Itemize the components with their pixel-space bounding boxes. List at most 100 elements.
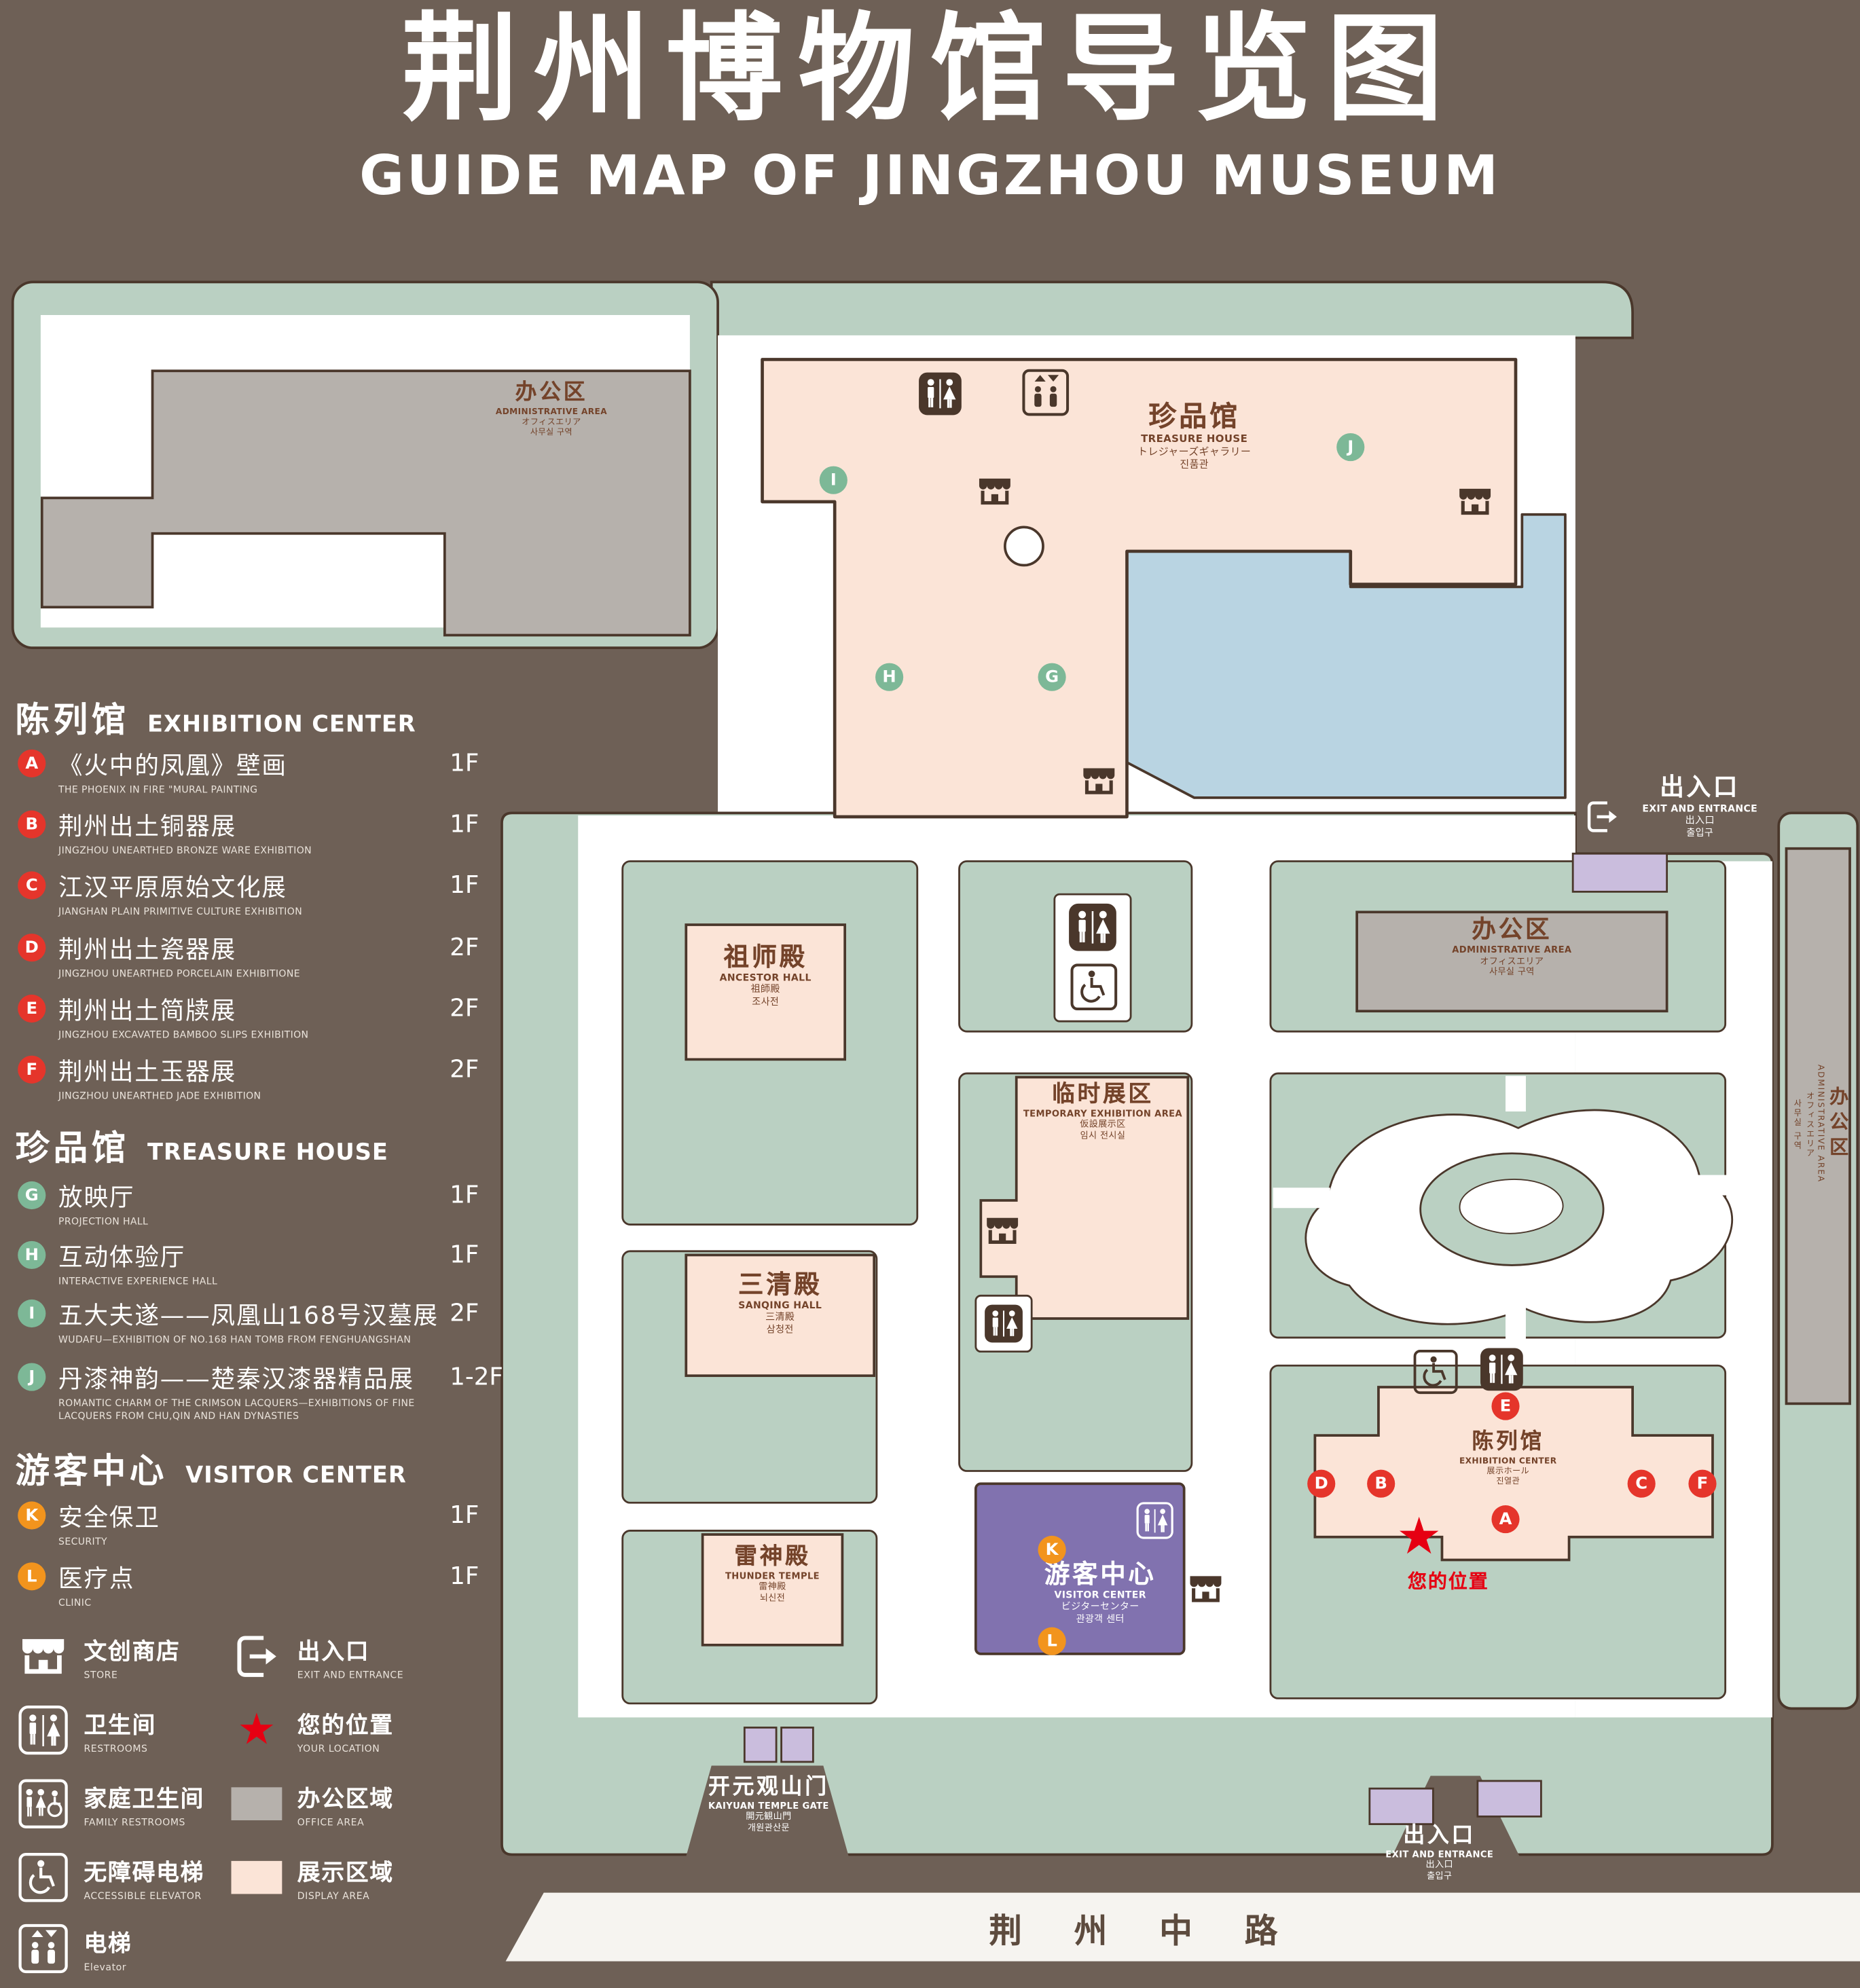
map-marker-d: D <box>1307 1469 1336 1498</box>
exhibition-center-label: 陈列馆 EXHIBITION CENTER 展示ホール 진열관 <box>1438 1430 1578 1486</box>
restroom-icon <box>1479 1346 1525 1392</box>
legend-section-exhibition-center: 陈列馆 EXHIBITION CENTER <box>15 693 416 742</box>
label-ko: 관광객 센터 <box>1076 1613 1125 1625</box>
item-en: SECURITY <box>58 1535 107 1547</box>
marker-d: D <box>18 934 46 962</box>
item-floor: 1F <box>450 1240 479 1270</box>
label-zh: 办公区 <box>515 380 588 405</box>
label-ja: 出入口 <box>1425 1860 1453 1871</box>
admin-northwest-label: 办公区 ADMINISTRATIVE AREA オフィスエリア 사무실 구역 <box>486 380 618 437</box>
label-ko: 조사전 <box>752 995 780 1008</box>
label-en: TREASURE HOUSE <box>1141 433 1248 445</box>
label-en: THUNDER TEMPLE <box>725 1570 820 1581</box>
label-zh: 办公区 <box>1472 915 1552 944</box>
marker-a: A <box>18 749 46 777</box>
garden-path-west <box>1273 1188 1330 1209</box>
section-title-zh: 珍品馆 <box>15 1129 130 1169</box>
store-icon <box>1456 483 1494 521</box>
exhibition-center-building <box>1313 1386 1714 1562</box>
item-floor: 1F <box>450 810 479 839</box>
label-ko: 삼청전 <box>766 1323 794 1335</box>
restroom-icon <box>983 1304 1024 1344</box>
symbol-zh: 电梯 <box>84 1930 132 1957</box>
label-ja: オフィスエリア <box>522 416 581 427</box>
store-icon <box>1080 762 1118 800</box>
symbol-zh: 出入口 <box>297 1638 370 1665</box>
item-floor: 1F <box>450 1562 479 1591</box>
label-en: TEMPORARY EXHIBITION AREA <box>1023 1108 1182 1119</box>
kaiyuan-gate-label: 开元观山门 KAIYUAN TEMPLE GATE 開元観山門 개원관산문 <box>659 1775 878 1835</box>
symbol-zh: 卫生间 <box>84 1712 157 1739</box>
visitor-center-label: 游客中心 VISITOR CENTER ビジターセンター 관광객 센터 <box>1017 1560 1184 1625</box>
item-floor: 1F <box>450 1501 479 1530</box>
label-ko: 사무실 구역 <box>1791 1098 1802 1150</box>
label-en: ADMINISTRATIVE AREA <box>495 405 608 416</box>
accessible-elevator-icon <box>18 1852 69 1903</box>
admin-mid-label: 办公区 ADMINISTRATIVE AREA オフィスエリア 사무실 구역 <box>1405 915 1618 978</box>
label-zh: 临时展区 <box>1052 1081 1154 1108</box>
accessible-elevator-icon <box>1412 1349 1458 1395</box>
marker-h: H <box>18 1240 46 1270</box>
label-ko: 사무실 구역 <box>530 426 572 437</box>
item-en: ROMANTIC CHARM OF THE CRIMSON LACQUERS—E… <box>58 1397 415 1422</box>
item-zh: 荆州出土玉器展 <box>58 1058 237 1086</box>
your-location-star-icon: ★ <box>1396 1507 1442 1566</box>
road <box>505 1892 1860 1962</box>
road-label: 荆 州 中 路 <box>989 1913 1298 1951</box>
sanqing-hall-building <box>685 1253 876 1378</box>
label-en: ADMINISTRATIVE AREA <box>1452 944 1572 955</box>
legend-section-treasure-house: 珍品馆 TREASURE HOUSE <box>15 1120 388 1170</box>
ancestor-hall-label: 祖师殿 ANCESTOR HALL 祖師殿 조사전 <box>687 942 843 1008</box>
admin-building-northwest <box>40 369 691 637</box>
admin-building-east <box>1785 847 1851 1405</box>
south-exit-gatehouse-west <box>1368 1787 1434 1826</box>
garden-path-east <box>1697 1175 1728 1196</box>
label-en: EXHIBITION CENTER <box>1459 1455 1557 1466</box>
admin-east-label: 办公区 ADMINISTRATIVE AREA オフィスエリア 사무실 구역 <box>1781 853 1853 1395</box>
marker-i: I <box>18 1299 46 1328</box>
label-ko: 사무실 구역 <box>1489 967 1535 978</box>
map-marker-g: G <box>1038 663 1066 691</box>
marker-l: L <box>18 1562 46 1591</box>
label-zh: 祖师殿 <box>723 941 807 972</box>
item-en: THE PHOENIX IN FIRE "MURAL PAINTING <box>58 784 258 796</box>
symbol-en: STORE <box>84 1668 118 1680</box>
symbol-en: Elevator <box>84 1960 127 1972</box>
label-ja: 出入口 <box>1685 814 1715 826</box>
accessible-elevator-icon <box>1070 963 1118 1011</box>
gate-post-east <box>780 1727 814 1763</box>
label-ja: 祖師殿 <box>750 983 780 995</box>
label-ko: 개원관산문 <box>747 1822 790 1833</box>
item-floor: 1-2F <box>450 1363 503 1391</box>
store-icon <box>18 1631 69 1682</box>
item-floor: 1F <box>450 749 479 777</box>
symbol-en: OFFICE AREA <box>297 1816 365 1828</box>
symbol-zh: 展示区域 <box>297 1859 394 1886</box>
store-icon <box>983 1212 1021 1250</box>
temporary-exhibition-label: 临时展区 TEMPORARY EXHIBITION AREA 仮設展示区 임시 … <box>1020 1082 1185 1142</box>
label-ko: 진품관 <box>1180 458 1209 471</box>
label-en: EXIT AND ENTRANCE <box>1385 1849 1494 1860</box>
south-exit-label: 出入口 EXIT AND ENTRANCE 出入口 출입구 <box>1354 1824 1525 1883</box>
label-ko: 진열관 <box>1496 1475 1520 1486</box>
label-en: ADMINISTRATIVE AREA <box>1815 1065 1826 1183</box>
marker-f: F <box>18 1055 46 1084</box>
label-zh: 珍品馆 <box>1148 401 1240 433</box>
gate-post-west <box>743 1727 778 1763</box>
section-title-en: VISITOR CENTER <box>185 1462 407 1489</box>
page-title: 荆州博物馆导览图 <box>401 1 1459 138</box>
symbol-zh: 文创商店 <box>84 1638 181 1665</box>
label-ko: 임시 전시실 <box>1080 1130 1126 1141</box>
marker-e: E <box>18 994 46 1023</box>
thunder-temple-label: 雷神殿 THUNDER TEMPLE 雷神殿 뇌신전 <box>704 1544 841 1604</box>
symbol-zh: 无障碍电梯 <box>84 1859 205 1886</box>
symbol-zh: 办公区域 <box>297 1785 394 1812</box>
